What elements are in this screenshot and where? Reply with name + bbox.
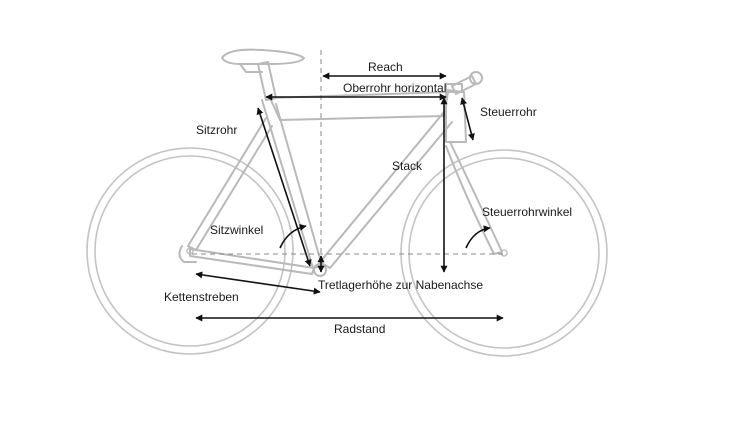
seat-tube-arrow	[256, 107, 312, 267]
reach-label: Reach	[368, 60, 403, 74]
seat-angle-arc	[279, 223, 307, 249]
head-angle-label: Steuerrohrwinkel	[482, 205, 572, 219]
bicycle-illustration	[86, 48, 608, 357]
front-wheel	[400, 149, 608, 357]
head-angle-arc	[465, 225, 491, 249]
head-tube-label: Steuerrohr	[480, 105, 537, 119]
dimension-lines	[195, 72, 504, 322]
wheelbase-label: Radstand	[334, 322, 385, 336]
chainstay-arrow	[195, 271, 321, 295]
bb-height-label: Tretlagerhöhe zur Nabenachse	[318, 278, 483, 292]
guide-lines	[192, 50, 506, 270]
stack-label: Stack	[392, 159, 423, 173]
seat-tube-label: Sitzrohr	[196, 123, 237, 137]
head-tube-arrow	[460, 97, 475, 141]
chainstay-label: Kettenstreben	[164, 290, 239, 304]
bike-frame	[178, 48, 503, 277]
labels: Reach Oberrohr horizontal Steuerrohr Sit…	[164, 60, 572, 336]
seat-angle-label: Sitzwinkel	[210, 223, 263, 237]
top-tube-horizontal-label: Oberrohr horizontal	[343, 81, 446, 95]
